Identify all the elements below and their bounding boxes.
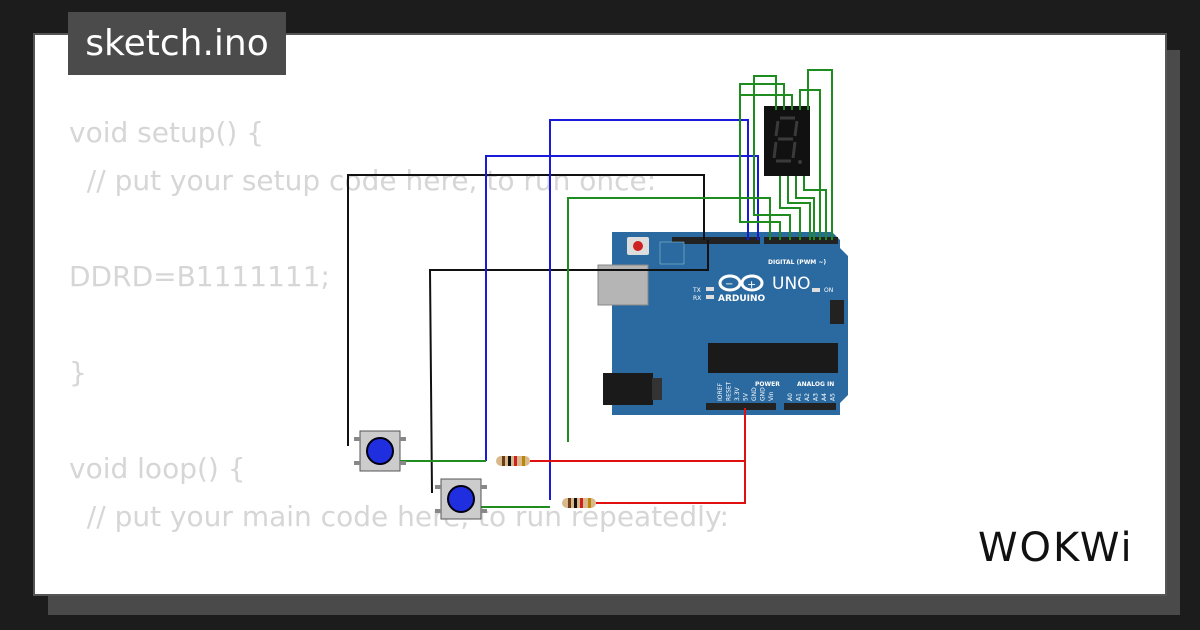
arduino-uno-board[interactable]: − + UNO ARDUINO DIGITAL (PWM ~) TX RX ON… <box>597 232 848 415</box>
pin-label: RESET <box>726 381 733 401</box>
pin-label: A3 <box>813 393 820 401</box>
sketch-filename: sketch.ino <box>68 12 286 75</box>
usb-port <box>597 264 649 306</box>
tx-label: TX <box>692 287 701 294</box>
wokwi-logo: WOKWi <box>978 525 1134 571</box>
power-header <box>706 403 776 410</box>
analog-label: ANALOG IN <box>797 381 834 388</box>
seven-segment-display[interactable] <box>764 106 810 176</box>
push-button-1[interactable] <box>354 430 406 472</box>
svg-text:+: + <box>747 278 756 291</box>
pin-label: A2 <box>804 393 811 401</box>
on-label: ON <box>824 287 833 294</box>
pin-label: 5V <box>743 392 750 401</box>
code-line: void setup() { <box>69 116 265 149</box>
board-model: UNO <box>772 274 811 294</box>
push-button-2[interactable] <box>435 478 487 520</box>
icsp-header <box>830 300 844 324</box>
resistor-2[interactable] <box>562 498 596 508</box>
code-line: DDRD=B1111111; <box>69 260 330 293</box>
resistor-1[interactable] <box>496 456 530 466</box>
pin-label: IOREF <box>717 383 724 401</box>
pin-label: A0 <box>787 393 794 401</box>
pin-label: A4 <box>821 393 828 401</box>
pin-label: A1 <box>796 393 803 401</box>
arduino-infinity-logo: − + <box>718 274 764 292</box>
microcontroller-chip <box>708 343 838 373</box>
power-jack <box>603 373 653 405</box>
pin-label: A5 <box>830 393 837 401</box>
wires <box>347 69 833 508</box>
power-label: POWER <box>755 381 780 388</box>
code-preview: void setup() { // put your setup code he… <box>69 109 729 594</box>
code-line: void loop() { <box>69 452 246 485</box>
code-line: // put your main code here, to run repea… <box>69 500 729 533</box>
digital-label: DIGITAL (PWM ~) <box>768 259 826 266</box>
rx-label: RX <box>693 295 701 302</box>
preview-card: void setup() { // put your setup code he… <box>33 33 1167 596</box>
board-brand: ARDUINO <box>718 294 766 304</box>
pin-label: GND <box>751 387 758 401</box>
pin-label: Vin <box>768 391 775 401</box>
code-line: // put your setup code here, to run once… <box>69 164 657 197</box>
digital-header-low <box>764 237 838 244</box>
pin-label: 3.3V <box>734 386 741 401</box>
analog-header <box>784 403 836 410</box>
code-line: } <box>69 356 87 389</box>
pin-label: GND <box>760 387 767 401</box>
svg-text:−: − <box>725 279 733 290</box>
digital-header-high <box>672 237 760 244</box>
